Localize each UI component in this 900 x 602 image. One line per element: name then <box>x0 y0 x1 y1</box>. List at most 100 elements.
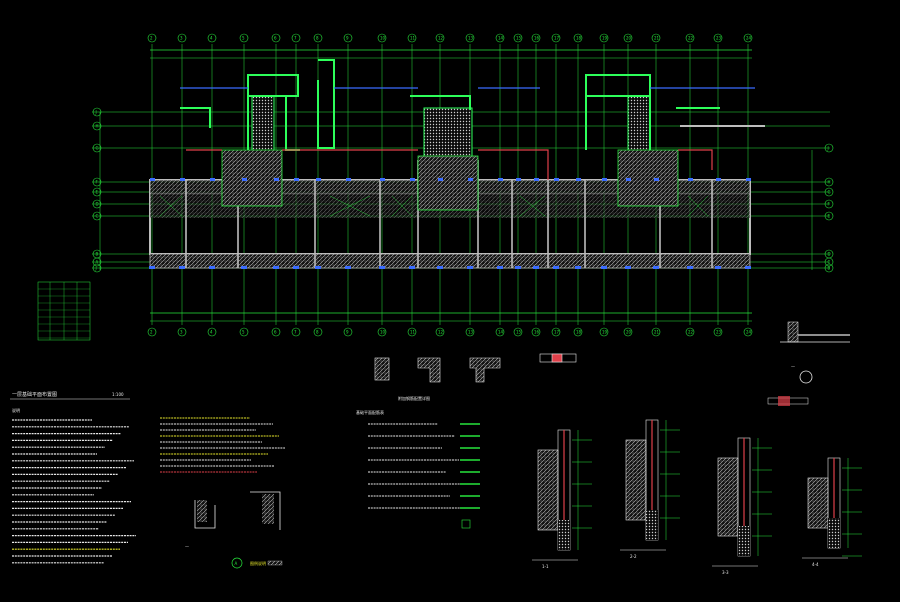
axis-bubble <box>239 33 249 43</box>
notes-heading: 说明 <box>12 407 20 413</box>
axis-label: 18 <box>576 330 582 335</box>
axis-bubble <box>685 33 695 43</box>
axis-label: 11 <box>410 330 416 335</box>
axis-label: 10 <box>380 36 386 41</box>
axis-label: 8 <box>316 330 319 335</box>
column-marker <box>626 178 631 181</box>
section-label: 4-4 <box>812 562 819 567</box>
column-marker <box>379 266 385 269</box>
column-marker <box>553 266 559 269</box>
axis-label: 4 <box>210 36 213 41</box>
column-marker <box>209 266 215 269</box>
axis-bubble <box>343 33 353 43</box>
axis-bubble <box>824 211 834 221</box>
axis-label: 2 <box>150 330 153 335</box>
axis-label: 15 <box>516 36 522 41</box>
axis-label: 2 <box>150 36 153 41</box>
axis-label: 16 <box>534 36 540 41</box>
axis-bubble <box>407 327 417 337</box>
axis-bubble <box>651 327 661 337</box>
axis-label: 21 <box>654 36 660 41</box>
upper-unit-walls <box>180 59 720 151</box>
axis-label: 19 <box>602 330 608 335</box>
column-marker <box>294 178 299 181</box>
axis-bubble <box>824 187 834 197</box>
axis-label: 21 <box>654 330 660 335</box>
axis-label: 20 <box>626 330 632 335</box>
axis-bubble <box>92 199 102 209</box>
axis-label: 11 <box>410 36 416 41</box>
axis-bubble <box>207 327 217 337</box>
axis-bubble <box>824 143 834 153</box>
axis-label: J <box>95 266 97 271</box>
axis-bubble <box>551 33 561 43</box>
axis-bubble <box>92 177 102 187</box>
axis-label: F <box>96 180 99 185</box>
axis-label: 18 <box>576 36 582 41</box>
axis-bubble <box>743 33 753 43</box>
axis-label: B <box>96 252 99 257</box>
column-marker <box>625 266 631 269</box>
hatch-legend-icon <box>267 560 283 566</box>
axis-label: D <box>96 202 99 207</box>
axis-label: 6 <box>274 36 277 41</box>
axis-bubble <box>495 33 505 43</box>
section-label: 3-3 <box>722 570 729 575</box>
section-circle-icon <box>231 557 243 569</box>
column-marker <box>688 178 693 181</box>
left-rebar-table <box>37 281 91 341</box>
column-marker <box>654 178 659 181</box>
column-marker <box>242 178 247 181</box>
column-marker <box>273 266 279 269</box>
column-marker <box>437 266 443 269</box>
axis-bubble <box>465 33 475 43</box>
plan-title: 一层基础平面布置图 <box>12 391 57 398</box>
north-marker-icon <box>799 370 813 384</box>
axis-bubble <box>377 327 387 337</box>
axis-bubble <box>271 327 281 337</box>
detail-subtitle: 基础平面配筋表 <box>356 409 384 415</box>
column-marker <box>533 266 539 269</box>
column-marker <box>179 266 185 269</box>
axis-label: 6 <box>274 330 277 335</box>
axis-label: A <box>96 260 99 265</box>
axis-bubble <box>435 327 445 337</box>
axis-bubble <box>271 33 281 43</box>
axis-bubble <box>599 327 609 337</box>
axis-label: 19 <box>602 36 608 41</box>
column-marker <box>601 266 607 269</box>
axis-bubble <box>824 263 834 273</box>
column-marker <box>516 178 521 181</box>
column-marker <box>497 266 503 269</box>
axis-label: 13 <box>468 330 474 335</box>
axis-label: 15 <box>516 330 522 335</box>
column-marker <box>534 178 539 181</box>
axis-bubble <box>177 327 187 337</box>
middle-notes: — A 图例说明 <box>160 417 285 569</box>
axis-bubble <box>551 327 561 337</box>
axis-label: 22 <box>688 330 694 335</box>
axis-label: H <box>96 124 99 129</box>
axis-bubble <box>713 327 723 337</box>
axis-label: 10 <box>380 330 386 335</box>
axis-bubble <box>531 327 541 337</box>
column-marker <box>575 266 581 269</box>
column-marker <box>380 178 385 181</box>
axis-label: D <box>828 252 831 257</box>
axis-bubble <box>599 33 609 43</box>
axis-label: 3 <box>180 36 183 41</box>
axis-bubble <box>147 33 157 43</box>
axis-label: 9 <box>346 330 349 335</box>
column-marker <box>716 178 721 181</box>
axis-bubble <box>435 33 445 43</box>
axis-bubble <box>343 327 353 337</box>
axis-label: 20 <box>626 36 632 41</box>
strip-foundation-south <box>149 253 751 269</box>
section-label: 1-1 <box>542 564 549 569</box>
column-marker <box>316 178 321 181</box>
axis-label: 14 <box>498 36 504 41</box>
column-marker <box>210 178 215 181</box>
axis-bubble <box>239 327 249 337</box>
marker-label: A <box>235 561 238 566</box>
column-marker <box>293 266 299 269</box>
